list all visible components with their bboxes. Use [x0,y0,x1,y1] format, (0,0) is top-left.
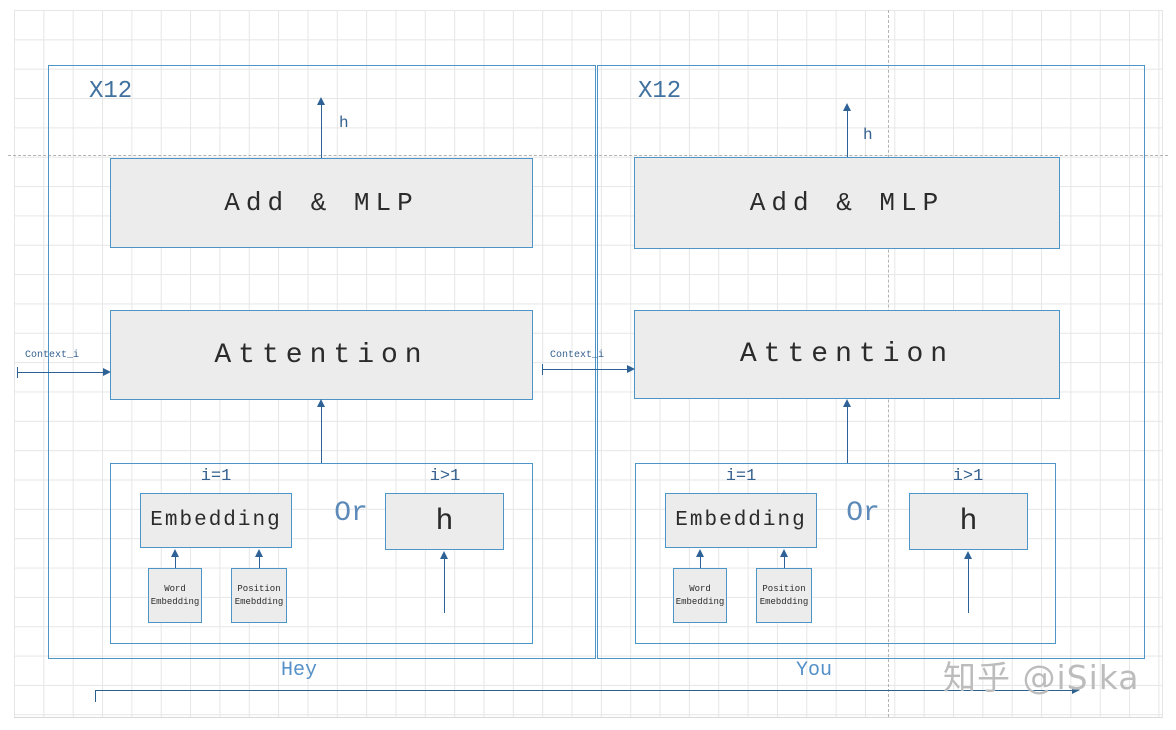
case-i-equals-1-label: i=1 [725,467,757,486]
position-arrow-line [259,556,260,568]
hidden-input-line [968,558,969,613]
case-i-greater-1-label: i>1 [952,467,984,486]
word-embedding-box: Word Embedding [673,568,727,623]
input-selector-container [110,463,533,644]
position-arrowhead [780,549,788,557]
word-embedding-label: Word Embedding [150,584,200,607]
hidden-state-label: h [435,504,454,539]
decoder-block-panel: X12 h Add & MLP Attention Context_i i=1 … [17,65,596,682]
attention-box: Attention [110,310,533,400]
embedding-box: Embedding [140,493,292,548]
horizontal-guide-line [8,155,1168,156]
position-embedding-label: Position Emebdding [759,584,809,607]
hidden-state-label: h [959,504,978,539]
attention-input-arrowhead [843,399,851,407]
embedding-box: Embedding [665,493,817,548]
decoder-block-panel: X12 h Add & MLP Attention Context_i i=1 … [542,65,1145,682]
word-arrowhead [696,549,704,557]
attention-label: Attention [739,339,955,370]
repeat-count-label: X12 [89,78,133,105]
hidden-state-box: h [909,493,1028,550]
context-arrow-line [542,369,629,370]
output-arrowhead [317,97,325,105]
attention-label: Attention [214,339,429,371]
attention-input-arrowhead [317,399,325,407]
attention-input-line [321,406,322,463]
word-arrow-line [175,556,176,568]
sequence-arrowhead [1072,686,1080,694]
sequence-line-start-tick [95,690,96,702]
repeat-count-label: X12 [638,78,682,105]
embedding-label: Embedding [675,509,807,532]
attention-box: Attention [634,310,1060,399]
hidden-state-box: h [385,493,504,550]
word-arrowhead [171,549,179,557]
word-embedding-box: Word Embedding [148,568,202,623]
hidden-input-arrowhead [964,551,972,559]
watermark-text: 知乎 @iSika [943,658,1140,697]
context-arrow-line [17,372,105,373]
hidden-input-arrowhead [440,551,448,559]
add-mlp-box: Add & MLP [634,157,1060,249]
output-h-label: h [863,126,873,144]
token-label: You [795,659,832,682]
token-label: Hey [280,659,317,682]
input-selector-container [635,463,1056,644]
or-label: Or [846,498,880,529]
add-mlp-label: Add & MLP [749,188,945,218]
context-arrowhead [627,365,635,373]
context-input-label: Context_i [550,350,605,361]
attention-input-line [847,406,848,463]
output-h-label: h [339,114,349,132]
context-input-label: Context_i [25,350,80,361]
or-label: Or [334,498,368,529]
word-arrow-line [700,556,701,568]
word-embedding-label: Word Embedding [675,584,725,607]
add-mlp-label: Add & MLP [224,188,419,218]
position-embedding-label: Position Emebdding [234,584,284,607]
position-embedding-box: Position Emebdding [756,568,812,623]
case-i-greater-1-label: i>1 [429,467,461,486]
sequence-arrow-line [95,690,1073,691]
embedding-label: Embedding [150,509,282,532]
output-arrow-line [321,104,322,158]
add-mlp-box: Add & MLP [110,158,533,248]
position-arrowhead [255,549,263,557]
context-arrowhead [103,368,111,376]
position-arrow-line [784,556,785,568]
hidden-input-line [444,558,445,613]
output-arrowhead [843,103,851,111]
case-i-equals-1-label: i=1 [200,467,232,486]
position-embedding-box: Position Emebdding [231,568,287,623]
output-arrow-line [847,110,848,157]
